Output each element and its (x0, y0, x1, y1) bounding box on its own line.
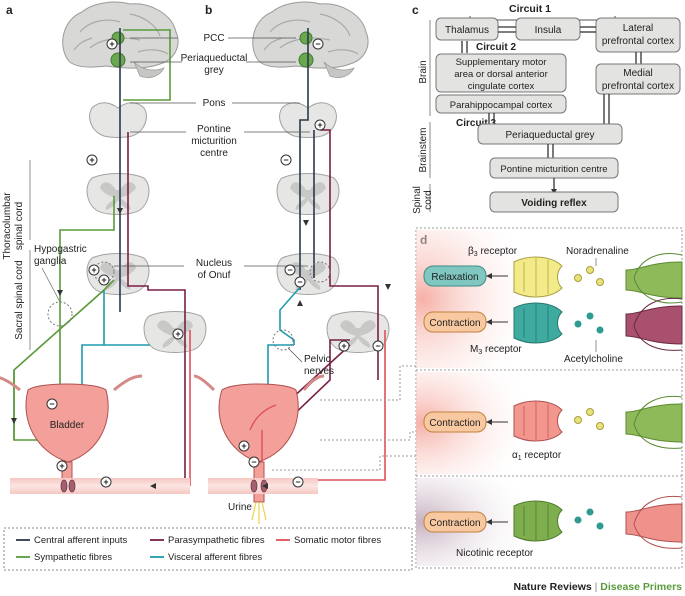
svg-text:+: + (317, 120, 322, 130)
panel-b-anatomy (252, 1, 390, 353)
legend-central: Central afferent inputs (34, 535, 128, 546)
bladder-a: Bladder (0, 374, 143, 483)
bladder-b (193, 374, 325, 524)
onuf-label-1: Nucleus (196, 258, 232, 269)
svg-text:−: − (283, 155, 288, 165)
pelvic-label-1: Pelvic (304, 354, 331, 365)
pag-label-1: Periaqueductal (181, 53, 248, 64)
svg-text:+: + (241, 441, 246, 451)
direction-arrows (11, 208, 391, 489)
svg-text:+: + (91, 265, 96, 275)
legend: Central afferent inputs Parasympathetic … (3, 527, 413, 571)
urethra-bar-a (10, 478, 190, 494)
relaxation-box: Relaxation (431, 272, 478, 283)
thoraco-label-1: Thoracolumbar (2, 192, 13, 260)
sma-box-2: area or dorsal anterior (454, 69, 547, 80)
brain-nuclei (110, 31, 314, 68)
sphincters (60, 479, 268, 493)
panel-a-fibres (13, 28, 191, 487)
sma-box-3: cingulate cortex (468, 81, 535, 92)
svg-text:−: − (315, 39, 320, 49)
noradrenaline-label: Noradrenaline (566, 246, 629, 257)
svg-text:−: − (49, 399, 54, 409)
parahippocampal-box: Parahippocampal cortex (450, 100, 553, 111)
panel-b-fibres (267, 28, 386, 481)
alpha1-receptor-shape (513, 400, 563, 442)
mpfc-box-1: Medial (623, 68, 652, 79)
pmc-label-1: Pontine (197, 124, 231, 135)
svg-text:−: − (297, 277, 302, 287)
circuit3-label: Circuit 3 (456, 118, 496, 129)
mpfc-box-2: prefrontal cortex (602, 81, 674, 92)
svg-text:−: − (295, 477, 300, 487)
anatomy-labels: PCC Periaqueductal grey Pons Pontine mic… (2, 33, 334, 513)
m3-label: M3 receptor (470, 344, 522, 356)
sacral-label: Sacral spinal cord (14, 260, 25, 339)
voiding-reflex-box: Voiding reflex (521, 198, 587, 209)
sma-box-1: Supplementary motor (456, 57, 547, 68)
brainstem-region-label: Brainstem (418, 127, 429, 172)
beta3-receptor-shape (513, 256, 563, 298)
contraction-box-m3: Contraction (429, 318, 480, 329)
svg-text:+: + (341, 341, 346, 351)
nicotinic-label: Nicotinic receptor (456, 548, 534, 559)
pcc-label: PCC (203, 33, 224, 44)
panel-c-label: c (412, 3, 419, 17)
svg-text:+: + (175, 329, 180, 339)
svg-text:+: + (89, 155, 94, 165)
pons-label: Pons (203, 98, 226, 109)
panel-a-label: a (6, 3, 13, 17)
brain-region-label: Brain (418, 60, 429, 83)
pelvic-label-2: nerves (304, 366, 334, 377)
circuit2-label: Circuit 2 (476, 42, 516, 53)
legend-sympathetic: Sympathetic fibres (34, 552, 112, 563)
pag-label-2: grey (204, 65, 223, 76)
contraction-box-nicotinic: Contraction (429, 518, 480, 529)
spinal-region-label-1: Spinal (412, 186, 423, 214)
panel-b-label: b (205, 3, 212, 17)
nicotinic-receptor-shape (513, 500, 563, 542)
lpfc-box-1: Lateral (623, 23, 654, 34)
panel-d-receptors: β3 receptor Noradrenaline Relaxation Con… (415, 227, 683, 569)
svg-text:+: + (109, 39, 114, 49)
svg-text:−: − (251, 457, 256, 467)
hypogastric-label-2: ganglia (34, 256, 67, 267)
insula-box: Insula (535, 25, 562, 36)
legend-somatic: Somatic motor fibres (294, 535, 381, 546)
beta3-label: β3 receptor (468, 246, 518, 258)
pmc-box: Pontine micturition centre (500, 164, 607, 175)
contraction-box-alpha1: Contraction (429, 418, 480, 429)
circuit1-label: Circuit 1 (509, 3, 551, 15)
acetylcholine-label: Acetylcholine (564, 354, 623, 365)
urine-label: Urine (228, 502, 252, 513)
pmc-label-2: micturition (191, 136, 237, 147)
svg-text:+: + (103, 477, 108, 487)
thoraco-label-2: spinal cord (14, 202, 25, 250)
bladder-label-a: Bladder (50, 420, 85, 431)
legend-parasympathetic: Parasympathetic fibres (168, 535, 265, 546)
sign-markers: + + + + + − + + − + − − − + − + − − (46, 38, 384, 488)
svg-text:+: + (101, 275, 106, 285)
legend-visceral: Visceral afferent fibres (168, 552, 262, 563)
journal-credit: Nature Reviews | Disease Primers (514, 581, 683, 593)
svg-text:+: + (59, 461, 64, 471)
thalamus-box: Thalamus (445, 25, 489, 36)
alpha1-label: α1 receptor (512, 450, 562, 462)
panel-c-circuits: Brain Brainstem Spinal cord Circuit 1 Th… (412, 3, 681, 214)
svg-text:−: − (287, 265, 292, 275)
m3-receptor-shape (513, 302, 563, 344)
spinal-region-label-2: cord (423, 190, 434, 209)
connector-lines (272, 365, 418, 471)
pag-box: Periaqueductal grey (506, 130, 595, 141)
onuf-label-2: of Onuf (198, 270, 231, 281)
pmc-label-3: centre (200, 148, 228, 159)
svg-text:−: − (375, 341, 380, 351)
hypogastric-label-1: Hypogastric (34, 244, 87, 255)
lpfc-box-2: prefrontal cortex (602, 36, 674, 47)
